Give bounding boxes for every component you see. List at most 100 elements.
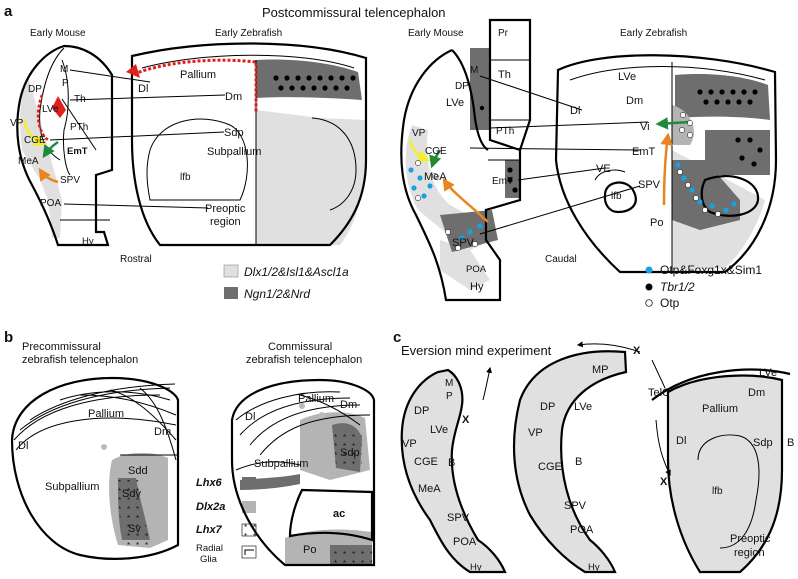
rm-label-hy: Hy [82, 236, 94, 247]
connector-m-dl [69, 69, 151, 83]
stage1-fill [401, 370, 505, 572]
connector-c-emt [469, 147, 641, 151]
rostral-mouse-red-region [52, 96, 66, 118]
cz-white-dots [677, 112, 721, 217]
legend-radial-glyph [244, 549, 254, 555]
rostral-mouse-section: Early Mouse DP M P LVe Th VP PTh CGE EmT… [10, 28, 114, 247]
rm-label-p: P [62, 78, 69, 89]
cz-right-contour [700, 175, 760, 217]
precommissural-section: Pallium Dm Dl Subpallium Sdd Sdv Sv [10, 376, 180, 560]
rm-label-dp: DP [28, 84, 42, 95]
rz-red-dashes [133, 58, 258, 112]
cm-label-poa: POA [466, 264, 487, 275]
rostral-mouse-outline [16, 44, 114, 247]
legend-light-swatch [223, 264, 239, 278]
cm-label-emt: EmT [492, 176, 513, 187]
caudal-position-label: Caudal [545, 254, 577, 265]
cm-green-arrow [429, 149, 442, 169]
cm-light-poa [440, 240, 490, 290]
rostral-position-label: Rostral [120, 254, 152, 265]
commissural-section: Dl Pallium Dm Sdp Subpallium ac Po [230, 378, 376, 567]
stage2-label-b: B [575, 456, 582, 468]
cm-orange-arrow [442, 177, 489, 223]
rz-label-dl: Dl [138, 83, 148, 95]
stage2-fill [514, 351, 626, 572]
rostral-mouse-orange-arrow [38, 167, 59, 184]
stage3-label-dm: Dm [748, 387, 765, 399]
com-title-1: Commissural [268, 341, 332, 353]
pre-outline [10, 376, 180, 560]
panel-c: c Eversion mind experiment M P X DP LVe … [393, 329, 794, 574]
rostral-mouse-green-arrow [42, 140, 59, 159]
pre-label-dm: Dm [154, 426, 171, 438]
cz-label-emt: EmT [632, 146, 656, 158]
cm-lateral-outline [451, 49, 489, 151]
stage3-fill [668, 375, 782, 572]
pre-label-sdv: Sdv [122, 488, 141, 500]
panel-b-legend: Lhx6 Dlx2a Lhx7 Radial Glia [196, 477, 257, 565]
com-label-dl: Dl [245, 411, 255, 423]
cz-label-ve: VE [596, 163, 611, 175]
rz-red-dl [126, 64, 140, 78]
cm-label-th: Th [498, 69, 511, 81]
rz-light-subpallium [256, 95, 366, 245]
panel-b-letter: b [4, 329, 13, 346]
stage3-inner-contour [697, 434, 760, 549]
stage1-label-m: M [445, 378, 453, 389]
cm-dark-upper [470, 48, 490, 130]
rz-label-preoptic-1: Preoptic [205, 203, 246, 215]
rz-outline [130, 42, 368, 247]
cm-label-hy: Hy [470, 281, 484, 293]
legend-dark-label: Ngn1/2&Nrd [244, 287, 310, 301]
rm-label-spv: SPV [60, 175, 80, 186]
pre-lhx7-region [118, 480, 150, 545]
rm-label-pth: PTh [70, 122, 88, 133]
caudal-mouse-title: Early Mouse [408, 28, 464, 39]
cm-yellow-arrow [408, 139, 431, 163]
legend-blue-label: Otp&Foxg1x&Sim1 [660, 263, 762, 277]
pre-label-subpallium: Subpallium [45, 481, 99, 493]
stage1-label-dp: DP [414, 405, 429, 417]
legend-light-label: Dlx1/2&Isl1&Ascl1a [244, 265, 349, 279]
legend-black-label: Tbr1/2 [660, 280, 695, 294]
cm-label-spv: SPV [452, 237, 475, 249]
cz-label-spv: SPV [638, 179, 661, 191]
panel-a-letter: a [4, 3, 13, 20]
rostral-mouse-inner-line-2 [61, 59, 71, 176]
cz-green-arrow [655, 117, 691, 130]
legend-lhx7-label: Lhx7 [196, 524, 223, 536]
stage2-label-mp: MP [592, 364, 609, 376]
cz-label-lfb: lfb [611, 191, 622, 202]
rm-label-lve: LVe [42, 104, 59, 115]
stage3-label-lve: LVe [759, 367, 777, 379]
stage1-label-b: B [448, 457, 455, 469]
panel-c-letter: c [393, 329, 401, 346]
cm-outline [400, 18, 532, 302]
stage3-label-sdp: Sdp [753, 437, 773, 449]
pre-label-sv: Sv [128, 523, 141, 535]
pre-radial-glia [13, 383, 177, 461]
cz-dark-dorsal [675, 74, 770, 120]
com-label-subpallium: Subpallium [254, 458, 308, 470]
pre-label-dl: Dl [18, 440, 28, 452]
connector-c-ve [517, 167, 606, 181]
com-label-dm: Dm [340, 399, 357, 411]
stage1-label-cge: CGE [414, 456, 438, 468]
rostral-mouse-yellow-arrow [22, 119, 47, 147]
stage1-label-p: P [446, 391, 453, 402]
panel-a-dot-legend: Otp&Foxg1x&Sim1 Tbr1/2 Otp [645, 263, 762, 310]
stage2-label-dp: DP [540, 401, 555, 413]
com-label-ac: ac [333, 508, 345, 520]
panel-c-title: Eversion mind experiment [401, 343, 552, 358]
caudal-zebrafish-section: Early Zebrafish [469, 28, 778, 274]
stage1-arrow [482, 366, 493, 401]
cz-black-dots [697, 89, 763, 167]
legend-radial-swatch [241, 545, 257, 559]
rz-black-dots [273, 75, 356, 91]
pre-label-pallium: Pallium [88, 408, 124, 420]
legend-lhx6-label: Lhx6 [196, 477, 223, 489]
rz-label-dm: Dm [225, 91, 242, 103]
connector-c-vi [489, 121, 649, 129]
panel-a-gene-legend: Dlx1/2&Isl1&Ascl1a Ngn1/2&Nrd [223, 264, 349, 301]
